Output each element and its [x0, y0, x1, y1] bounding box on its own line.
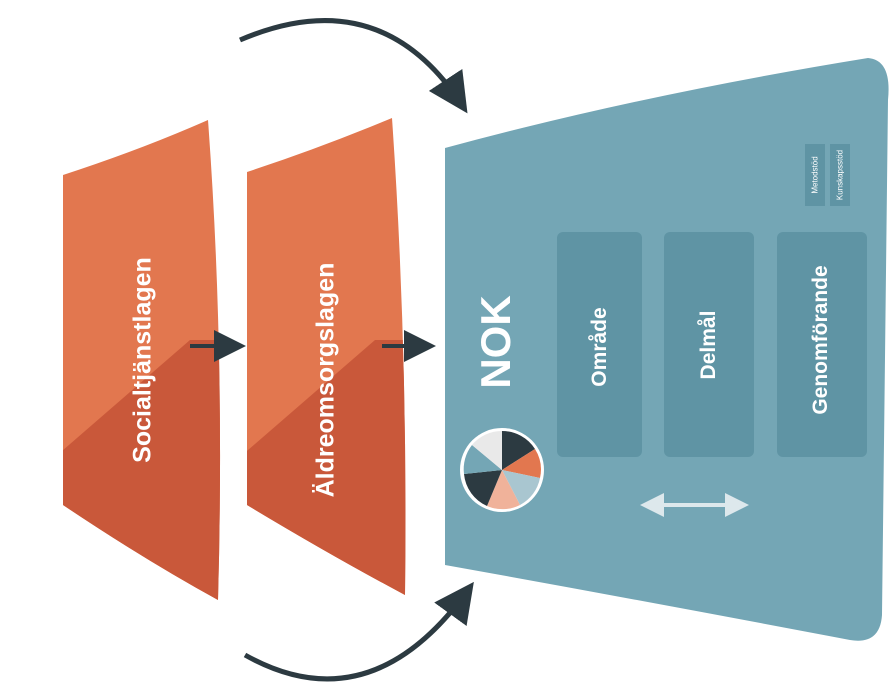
support-label-metodstod: Metodstöd — [810, 156, 820, 194]
box-label-omrade: Område — [588, 307, 611, 387]
pie-chart-icon — [460, 428, 544, 512]
curved-arrow-bottom — [243, 581, 474, 682]
box-label-genomforande: Genomförande — [809, 265, 832, 415]
support-label-kunskapsstod: Kunskapsstöd — [835, 149, 845, 201]
box-omrade — [557, 232, 642, 457]
box-genomforande — [777, 232, 867, 457]
box-metodstod — [805, 144, 825, 206]
law-label-aldreomsorgslagen: Äldreomsorgslagen — [311, 262, 340, 498]
law-label-socialtjanstlagen: Socialtjänstlagen — [128, 257, 157, 463]
box-label-delmal: Delmål — [697, 310, 720, 380]
box-kunskapsstod — [830, 144, 850, 206]
nok-title: NOK — [472, 295, 519, 389]
box-delmal — [664, 232, 754, 457]
curved-arrow-top — [239, 18, 468, 114]
